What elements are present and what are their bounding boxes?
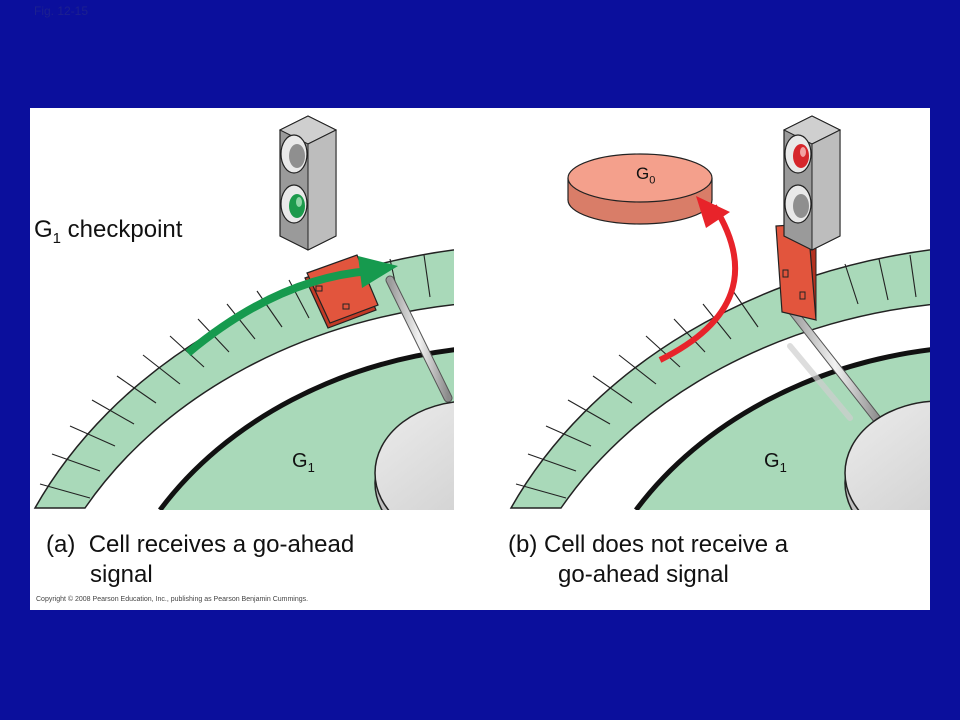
caption-a-line2: signal xyxy=(90,561,153,588)
traffic-light-green xyxy=(278,115,338,251)
cell-cycle-band-b xyxy=(509,249,930,509)
cell-cycle-illustration xyxy=(33,115,930,510)
panel-a-phase-label: G1 xyxy=(292,450,315,475)
inner-disc-edge xyxy=(157,347,454,510)
figure-label: Fig. 12-15 xyxy=(34,4,89,18)
rod-pointer-b xyxy=(786,304,884,427)
no-signal-arrow xyxy=(658,204,739,363)
copyright-notice: Copyright © 2008 Pearson Education, Inc.… xyxy=(36,596,309,603)
caption-b: (b) Cell does not receive a go-ahead sig… xyxy=(508,530,788,590)
go-ahead-arrowhead xyxy=(358,256,398,288)
go-ahead-arrow xyxy=(185,267,371,357)
no-signal-arrowhead xyxy=(696,196,730,228)
g0-label: G0 xyxy=(636,164,656,187)
caption-a-letter: (a) xyxy=(46,531,76,558)
panel-a-diagram xyxy=(33,115,454,510)
g0-disc xyxy=(567,153,713,203)
checkpoint-title: G1 checkpoint xyxy=(34,216,183,247)
panel-b-phase-label: G1 xyxy=(764,450,787,475)
caption-a-line1: Cell receives a go-ahead xyxy=(88,531,355,558)
caption-a: (a) Cell receives a go-ahead signal xyxy=(46,530,354,590)
hub-b xyxy=(844,400,930,510)
figure-panel: G1 checkpoint G1 G1 G0 (a) Cell receives… xyxy=(30,108,930,610)
hub xyxy=(374,401,454,510)
caption-b-line1: (b) Cell does not receive a xyxy=(508,531,789,558)
traffic-light-red xyxy=(782,115,842,251)
rod-pointer xyxy=(386,276,452,402)
caption-b-line2: go-ahead signal xyxy=(558,561,729,588)
panel-b-diagram xyxy=(509,115,930,510)
